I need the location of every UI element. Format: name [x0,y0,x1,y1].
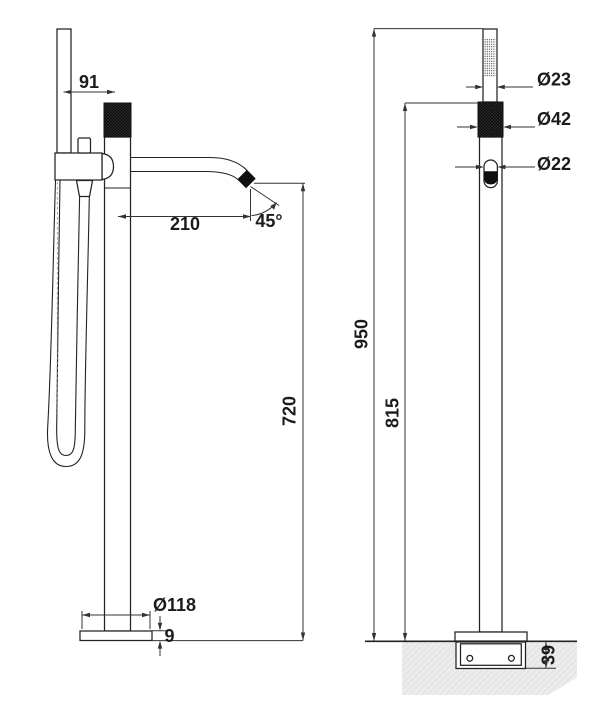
spout-stub-opening [484,171,498,185]
dim-label-815: 815 [383,398,403,428]
wand-knurl-texture [484,39,496,77]
shower-hose [46,180,90,468]
dimension-handle-diameter: Ø42 [457,109,571,130]
floor-flange [454,631,528,642]
dimension-floor-recess-depth: 39 [526,642,559,669]
dimension-handshower-offset: 91 [63,72,115,95]
hose-fitting-nut [75,179,94,198]
mixer-column-side [478,136,503,633]
mixer-handle-front [103,102,132,138]
side-view: 950 815 Ø23 Ø42 Ø22 [352,28,577,695]
bracket-knob [77,137,92,154]
dimension-spout-reach: 210 [118,189,251,234]
shower-bracket [54,152,103,181]
bracket-bullet-end [101,152,115,181]
dim-label-720: 720 [280,396,300,426]
dim-label-210: 210 [170,214,200,234]
dim-label-45: 45° [255,211,282,231]
dim-label-9: 9 [165,626,175,646]
dimension-spout-stub-diameter: Ø22 [455,154,571,174]
spout [130,156,256,189]
dimension-spout-angle: 45° [250,186,283,231]
dim-label-950: 950 [352,319,372,349]
front-view: 91 210 45° 720 [46,28,306,656]
dimension-overall-height: 950 [352,28,483,641]
dimension-handshower-diameter: Ø23 [466,70,571,90]
dimension-base-diameter: Ø118 [81,595,196,629]
mixer-handle-side [477,101,504,138]
dimension-handle-top-height: 815 [383,102,478,641]
dim-label-42: Ø42 [537,109,571,129]
mounting-screw-hole-left [466,654,474,662]
dim-label-91: 91 [79,72,99,92]
mounting-screw-hole-right [507,654,515,662]
mounting-box-inner [459,643,522,666]
base-plate [79,630,153,642]
spout-outlet [237,169,256,189]
dimension-spout-height: 720 [254,182,306,641]
dim-label-118: Ø118 [153,595,196,615]
mixer-column-front [103,136,132,632]
dimension-base-thickness: 9 [150,616,303,656]
dim-label-22: Ø22 [537,154,571,174]
dim-label-23: Ø23 [537,70,571,90]
dim-label-39: 39 [539,645,559,665]
